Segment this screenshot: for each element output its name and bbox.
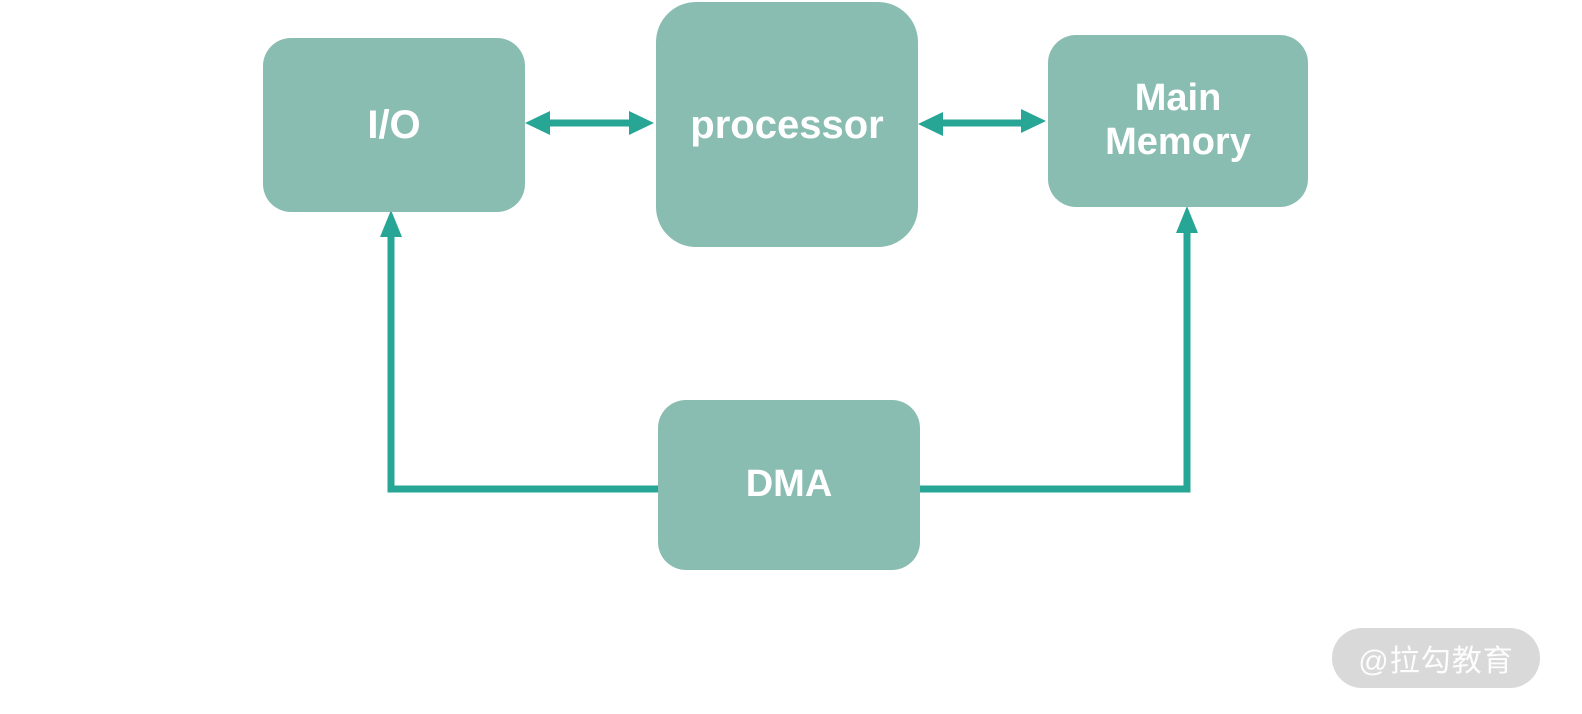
- node-main-memory: Main Memory: [1048, 35, 1308, 207]
- watermark-badge: @拉勾教育: [1332, 628, 1540, 688]
- node-main-memory-label: Main Memory: [1105, 77, 1251, 163]
- node-io: I/O: [263, 38, 525, 212]
- edge-io-processor-arrow: [525, 111, 654, 135]
- node-dma: DMA: [658, 400, 920, 570]
- node-io-label: I/O: [367, 103, 421, 147]
- node-processor-label: processor: [690, 102, 884, 147]
- node-processor: processor: [656, 2, 918, 247]
- edge-processor-main-memory-arrow: [918, 109, 1046, 136]
- node-dma-label: DMA: [745, 463, 833, 506]
- watermark-label: @拉勾教育: [1358, 645, 1514, 678]
